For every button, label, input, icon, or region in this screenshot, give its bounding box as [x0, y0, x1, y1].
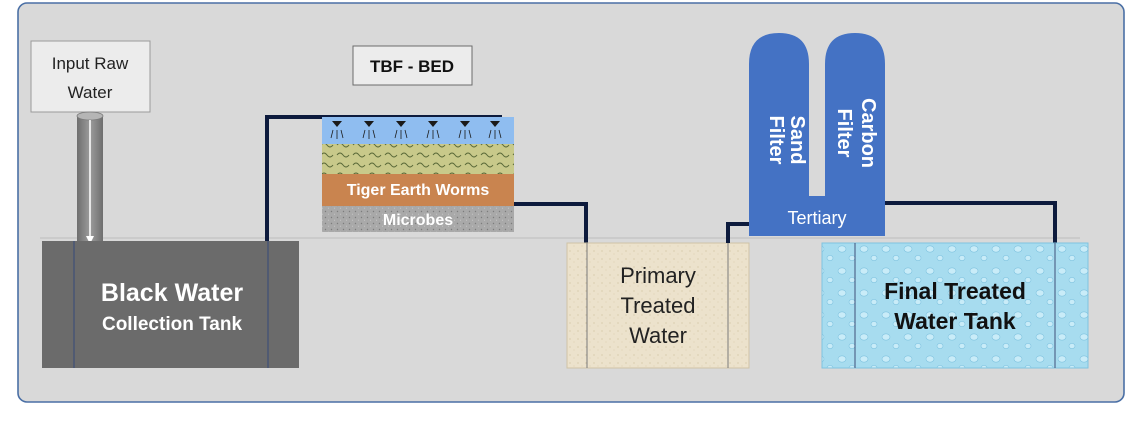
tertiary-label: Tertiary [787, 208, 846, 228]
final-label-line2: Water Tank [894, 308, 1016, 334]
black-tank-label-line1: Black Water [101, 279, 243, 307]
primary-treated-tank [566, 242, 750, 369]
sprinkler-icon [332, 121, 342, 127]
worms-label: Tiger Earth Worms [347, 182, 490, 199]
carbon-filter-label-line1: Carbon [857, 98, 879, 168]
carbon-filter-label-line2: Filter [833, 109, 855, 158]
pipe-to-final [885, 201, 1057, 243]
worm-layer [322, 144, 514, 174]
final-label-line1: Final Treated [884, 278, 1026, 304]
primary-label-line3: Water [629, 323, 687, 348]
black-water-tank [42, 241, 299, 368]
pipe-to-tertiary [726, 222, 750, 243]
sprinkler-icon [490, 121, 500, 127]
input-label-line1: Input Raw [52, 54, 129, 73]
tertiary-filter-unit [749, 33, 885, 236]
primary-label-line1: Primary [620, 263, 696, 288]
input-pipe-top [76, 111, 104, 121]
sprinklers [332, 121, 500, 127]
microbe-layer [322, 206, 514, 232]
input-label-line2: Water [68, 83, 113, 102]
pipe-to-primary [514, 202, 588, 243]
sprinkler-icon [428, 121, 438, 127]
spray-dashes [330, 129, 502, 139]
tbf-bed-label-box [352, 45, 473, 86]
input-raw-water-box [30, 40, 151, 113]
sprinkler-icon [364, 121, 374, 127]
sprinkler-layer [322, 117, 514, 144]
sprinkler-icon [460, 121, 470, 127]
earth-layer [322, 174, 514, 206]
input-arrow-head [86, 236, 94, 244]
tbf-bed-label: TBF - BED [370, 57, 454, 76]
sprinkler-icon [396, 121, 406, 127]
final-treated-tank [821, 242, 1089, 369]
primary-label-line2: Treated [620, 293, 695, 318]
microbes-label: Microbes [383, 212, 453, 229]
sand-filter-label-line2: Filter [765, 116, 787, 165]
tbf-bed: Tiger Earth Worms Microbes [322, 117, 514, 232]
sand-filter-label-line1: Sand [786, 116, 808, 165]
black-tank-label-line2: Collection Tank [102, 314, 242, 335]
